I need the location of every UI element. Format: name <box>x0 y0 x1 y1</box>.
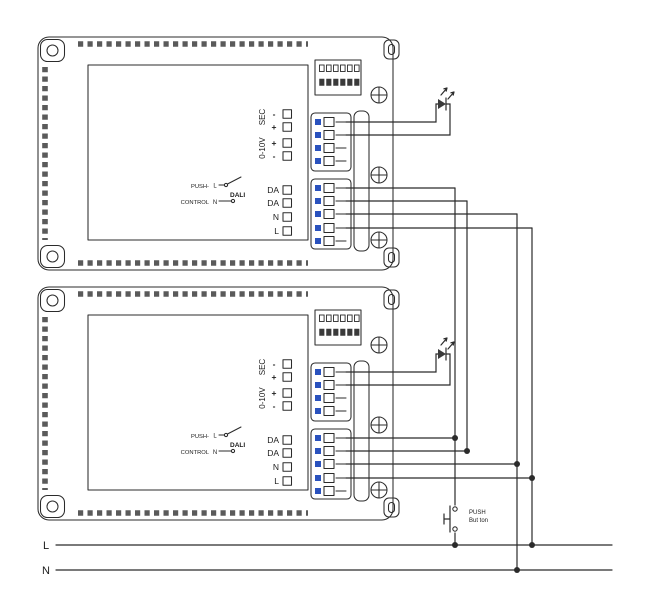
mains-label-n: N <box>42 565 50 577</box>
junction-dots <box>452 435 535 573</box>
driver-1-body <box>38 37 532 270</box>
push-button-symbol: PUSH But ton <box>443 505 488 533</box>
driver-2-labels: SEC 0-10V - + + - PUSH- CONTROL L N DALI… <box>181 359 280 486</box>
dim-0-10v-label: 0-10V <box>258 137 267 159</box>
terminal-label-da1: DA <box>267 185 279 195</box>
interconnect-wires <box>454 187 533 571</box>
driver-1-labels: SEC 0-10V - + + - PUSH- CONTROL L N DALI… <box>181 109 280 236</box>
mains-label-l: L <box>43 540 49 552</box>
push-control-label-line1: PUSH- <box>191 434 209 440</box>
push-button-label-line1: PUSH <box>469 510 486 516</box>
terminal-label-n: N <box>273 462 279 472</box>
junction-dot <box>464 448 470 454</box>
terminal-label-l: L <box>274 226 279 236</box>
switch-l-label: L <box>213 184 217 190</box>
push-control-label-line1: PUSH- <box>191 184 209 190</box>
terminal-label-da2: DA <box>267 198 279 208</box>
driver-2-body <box>38 287 532 520</box>
push-control-label-line2: CONTROL <box>181 450 210 456</box>
switch-l-label: L <box>213 434 217 440</box>
polarity-sign: + <box>272 122 277 132</box>
junction-dot <box>529 475 535 481</box>
sec-output-label: SEC <box>258 109 267 126</box>
push-button-label-line2: But ton <box>469 518 488 524</box>
polarity-sign: - <box>273 109 276 119</box>
dali-label: DALI <box>230 192 245 199</box>
junction-dot <box>514 461 520 467</box>
terminal-label-l: L <box>274 476 279 486</box>
mains-lines: L N <box>42 540 613 577</box>
polarity-sign: + <box>272 372 277 382</box>
terminal-label-n: N <box>273 212 279 222</box>
terminal-label-da1: DA <box>267 435 279 445</box>
dali-label: DALI <box>230 442 245 449</box>
polarity-sign: - <box>273 401 276 411</box>
polarity-sign: - <box>273 151 276 161</box>
dim-0-10v-label: 0-10V <box>258 387 267 409</box>
polarity-sign: - <box>273 359 276 369</box>
push-control-label-line2: CONTROL <box>181 200 210 206</box>
terminal-label-da2: DA <box>267 448 279 458</box>
polarity-sign: + <box>272 388 277 398</box>
sec-output-label: SEC <box>258 359 267 376</box>
junction-dot <box>452 435 458 441</box>
switch-n-label: N <box>213 450 217 456</box>
polarity-sign: + <box>272 138 277 148</box>
switch-n-label: N <box>213 200 217 206</box>
